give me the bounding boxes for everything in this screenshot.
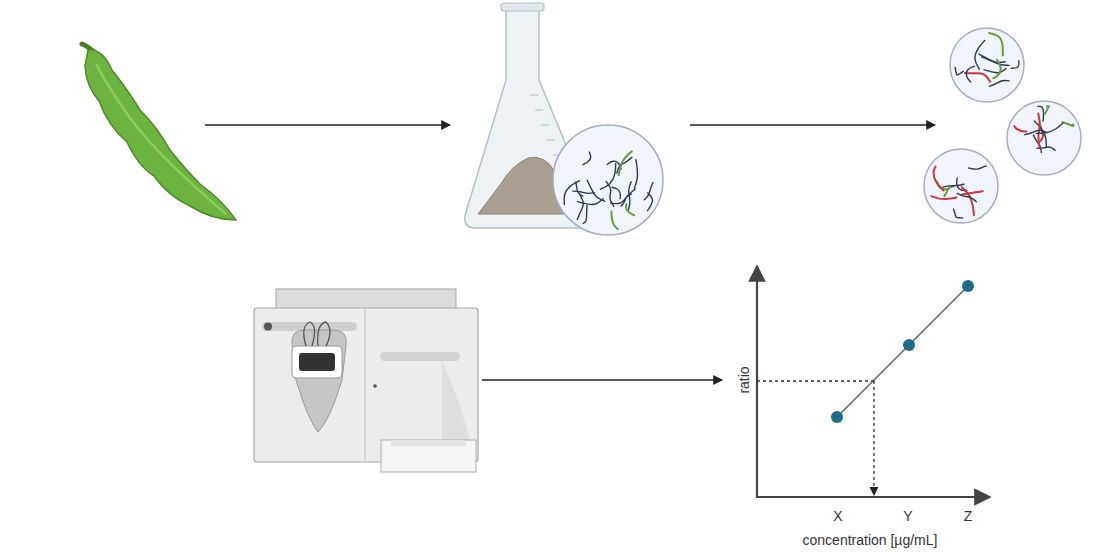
- axis-title: ratio: [737, 366, 751, 393]
- microbe-stroke: [955, 67, 963, 74]
- microbe-stroke: [1014, 126, 1026, 131]
- microbe-stroke: [966, 66, 974, 82]
- flask-graduation: [530, 95, 561, 155]
- microbe-squiggles: [564, 151, 653, 229]
- tick-label: Z: [964, 509, 973, 523]
- microbe-stroke: [1045, 106, 1049, 114]
- microbe-stroke: [993, 60, 1000, 78]
- calibration-point: [831, 411, 843, 423]
- panel-seam: [365, 308, 366, 462]
- microbe-stroke: [957, 193, 976, 201]
- microbe-stroke: [583, 152, 591, 165]
- microbe-stroke: [989, 33, 1003, 56]
- calibration-point: [962, 280, 974, 292]
- capillary-tubes: [304, 322, 330, 346]
- culture-dish: [924, 149, 998, 223]
- culture-dish: [950, 28, 1024, 102]
- culture-dish: [1007, 101, 1081, 175]
- y-axis: [756, 266, 758, 498]
- readout-line: [873, 381, 874, 495]
- readout-line: [757, 380, 874, 381]
- microbe-stroke: [1037, 147, 1055, 150]
- microbe-stroke: [607, 161, 621, 169]
- mass-spectrometer: [254, 289, 478, 472]
- microbe-stroke: [961, 191, 983, 194]
- microbe-stroke: [962, 187, 974, 215]
- status-light: [264, 323, 272, 331]
- panel-dot: [373, 384, 377, 388]
- panel-stripe: [380, 352, 460, 361]
- calibration-chart: [756, 266, 990, 498]
- microbe-stroke: [600, 163, 615, 189]
- microbe-stroke: [1036, 123, 1063, 133]
- microbe-stroke: [626, 204, 634, 215]
- microbe-squiggles: [1014, 106, 1073, 152]
- microbe-stroke: [577, 199, 603, 205]
- flow-arrow: [690, 124, 935, 125]
- microbe-zoom: [553, 125, 663, 235]
- microbe-stroke: [611, 212, 617, 229]
- microbe-stroke: [1025, 130, 1046, 134]
- microbe-stroke: [1011, 61, 1019, 69]
- microbe-stroke: [564, 181, 579, 205]
- microbe-stroke: [583, 205, 587, 223]
- pod-body: [85, 50, 236, 220]
- flow-arrow: [205, 124, 450, 125]
- tray-slot: [391, 440, 466, 446]
- axis-title: concentration [µg/mL]: [803, 533, 938, 547]
- microbe-stroke: [587, 180, 605, 201]
- source-screen: [299, 353, 335, 371]
- pea-pod: [82, 44, 236, 220]
- calibration-line: [837, 286, 968, 417]
- x-axis: [756, 496, 990, 498]
- microbe-stroke: [644, 182, 653, 199]
- flask-rim: [501, 3, 544, 11]
- microbe-stroke: [573, 191, 595, 193]
- microbe-stroke: [1033, 135, 1041, 153]
- microbe-stroke: [612, 187, 620, 198]
- microbe-stroke: [969, 166, 986, 169]
- microbe-stroke: [619, 151, 632, 175]
- microbe-squiggles: [931, 166, 986, 218]
- flow-arrow: [482, 379, 722, 380]
- microbe-stroke: [634, 160, 637, 189]
- instrument-body: [254, 308, 478, 462]
- source-window: [292, 346, 342, 378]
- microbe-stroke: [577, 196, 583, 220]
- microbe-stroke: [1062, 122, 1073, 126]
- microbe-stroke: [989, 80, 1009, 86]
- tick-label: Y: [903, 509, 912, 523]
- sample-tray: [381, 440, 476, 472]
- microbe-stroke: [984, 69, 1006, 73]
- microbe-stroke: [933, 167, 943, 191]
- microbe-stroke: [954, 209, 963, 218]
- tick-label: X: [833, 509, 842, 523]
- microbe-squiggles: [955, 33, 1019, 86]
- calibration-point: [903, 339, 915, 351]
- microbe-stroke: [982, 57, 1009, 66]
- ion-source: [292, 330, 346, 432]
- microbe-stroke: [943, 184, 964, 187]
- pod-highlight: [96, 64, 226, 214]
- microbe-stroke: [611, 189, 635, 204]
- microbe-stroke: [576, 182, 583, 196]
- microbe-stroke: [621, 194, 631, 206]
